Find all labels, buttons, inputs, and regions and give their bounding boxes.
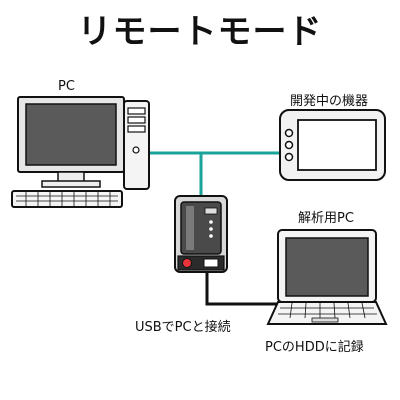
dev-device-illustration bbox=[279, 109, 386, 181]
black-usb-line bbox=[205, 270, 288, 306]
dev-device-button bbox=[284, 152, 294, 162]
usb-connection-line bbox=[205, 270, 288, 306]
logger-device-illustration bbox=[174, 195, 228, 273]
pc-keyboard-keys bbox=[16, 192, 118, 206]
dev-device-button bbox=[284, 140, 294, 150]
logger-device-led bbox=[209, 220, 213, 224]
pc-illustration bbox=[11, 96, 150, 208]
laptop-screen bbox=[285, 237, 369, 297]
pc-tower-bay bbox=[127, 116, 146, 124]
laptop-keyboard-keys bbox=[278, 302, 377, 319]
pc-power-button bbox=[132, 146, 140, 154]
logger-device-usb-port bbox=[203, 258, 219, 268]
laptop-base bbox=[266, 301, 388, 325]
analysis-pc-label: 解析用PC bbox=[298, 211, 354, 226]
dev-device-button bbox=[284, 128, 294, 138]
pc-tower-bay bbox=[127, 125, 146, 133]
pc-keyboard bbox=[11, 190, 123, 208]
laptop-trackpad bbox=[311, 317, 339, 323]
pc-label: PC bbox=[58, 79, 75, 94]
teal-connection-lines bbox=[148, 151, 283, 198]
laptop-illustration bbox=[266, 229, 388, 325]
record-hdd-label: PCのHDDに記録 bbox=[265, 340, 364, 355]
pc-tower-bay bbox=[127, 107, 146, 115]
logger-device-label bbox=[204, 207, 218, 215]
pc-monitor-screen bbox=[25, 103, 117, 166]
dev-device-screen bbox=[297, 119, 377, 171]
logger-device-stripe bbox=[186, 206, 194, 250]
dev-device-label: 開発中の機器 bbox=[290, 94, 369, 109]
logger-device-led bbox=[209, 227, 213, 231]
logger-device-led bbox=[209, 234, 213, 238]
pc-monitor-base bbox=[41, 180, 101, 188]
usb-connect-label: USBでPCと接続 bbox=[135, 320, 231, 335]
logger-device-red-button bbox=[182, 258, 192, 268]
page-title: リモートモード bbox=[77, 12, 323, 52]
